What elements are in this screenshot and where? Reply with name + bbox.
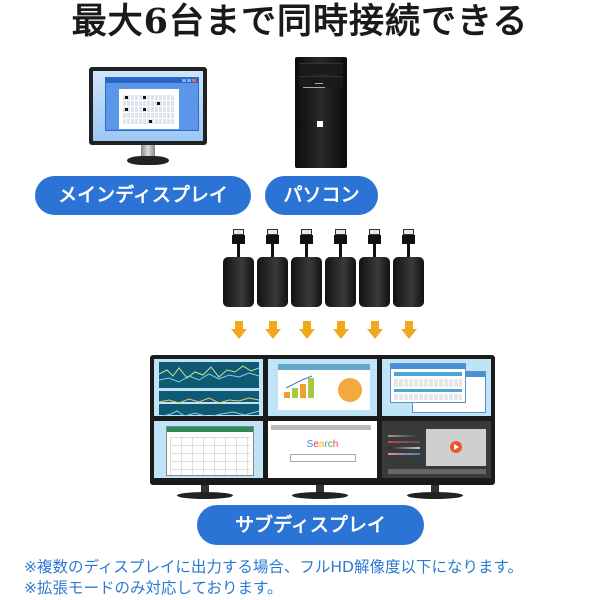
video-player-screen (382, 421, 491, 478)
line-graph-panel (159, 404, 260, 416)
arrow-down-icon (401, 321, 417, 339)
window-table-screen (382, 359, 491, 416)
footnotes: ※複数のディスプレイに出力する場合、フルHD解像度以下になります。 ※拡張モード… (24, 557, 594, 599)
line-graph-panel (158, 362, 260, 388)
search-logo: Search (306, 439, 339, 450)
hdmi-dongle-icon (359, 229, 390, 319)
spreadsheet-window (166, 426, 254, 476)
drive-slot (315, 83, 323, 84)
video-timeline (388, 469, 486, 474)
drive-bay (299, 63, 343, 74)
line-graph-panel (158, 391, 260, 404)
pie-chart-icon (338, 378, 362, 402)
monitor-bezel (89, 67, 207, 145)
power-button-icon (317, 121, 323, 127)
hdmi-dongle-group (223, 229, 424, 349)
hdmi-dongle-icon (393, 229, 424, 319)
arrow-down-icon (231, 321, 247, 339)
monitor-stand (175, 485, 235, 499)
search-box (290, 454, 356, 462)
window-controls-icon (182, 79, 196, 82)
arrow-down-icon (265, 321, 281, 339)
hdmi-dongle-icon (291, 229, 322, 319)
footnote: ※複数のディスプレイに出力する場合、フルHD解像度以下になります。 (24, 558, 523, 576)
monitor-base (127, 156, 169, 165)
monitor-neck (141, 145, 155, 157)
footnote: ※拡張モードのみ対応しております。 (24, 579, 283, 597)
chart-window (278, 364, 370, 410)
drive-bay (299, 76, 343, 87)
main-display-label: メインディスプレイ (35, 176, 251, 215)
bar-pie-chart-screen (268, 359, 377, 416)
spreadsheet-screen (154, 421, 263, 478)
window-document (119, 89, 179, 129)
arrow-down-icon (367, 321, 383, 339)
browser-tabs (271, 425, 371, 430)
pc-label: パソコン (265, 176, 378, 215)
stock-chart-screen (154, 359, 263, 416)
play-icon (450, 441, 462, 453)
sub-display-label: サブディスプレイ (197, 505, 424, 545)
monitor-stand (405, 485, 465, 499)
arrow-down-icon (333, 321, 349, 339)
sub-display-wall: Search (150, 355, 495, 485)
video-frame (426, 429, 486, 466)
page-title: 最大6台まで同時接続できる (71, 1, 529, 42)
hdmi-dongle-icon (223, 229, 254, 319)
monitor-screen (93, 71, 203, 141)
drive-slot (303, 87, 325, 88)
window-graphic (105, 77, 199, 131)
pc-tower-illustration (295, 57, 347, 168)
main-monitor-illustration (89, 67, 207, 167)
window-titlebar (106, 78, 198, 83)
monitor-stand (290, 485, 350, 499)
arrow-down-icon (299, 321, 315, 339)
search-page-screen: Search (268, 421, 377, 478)
hdmi-dongle-icon (325, 229, 356, 319)
hdmi-dongle-icon (257, 229, 288, 319)
